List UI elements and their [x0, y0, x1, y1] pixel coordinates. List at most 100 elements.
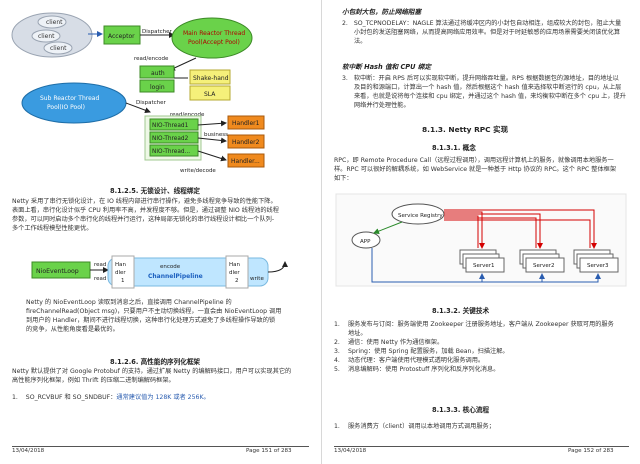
handler-box-1-l2: dler [115, 270, 126, 276]
list-item-number: 1. [12, 394, 18, 401]
login-box [139, 79, 175, 93]
footer-rule [334, 446, 629, 447]
paragraph: Netty 采用了串行无锁化设计，在 IO 线程内部进行串行操作，避免多线程竞争… [12, 197, 312, 233]
left-page: client client client Acceptor Dispatcher… [0, 0, 319, 464]
sub-reactor-ellipse [21, 82, 127, 124]
list-item-text: 及目的和源端口，计算出一个 hash 值，然后根据这个 hash 值来选择软中断… [354, 84, 622, 91]
main-reactor-ellipse [171, 17, 253, 59]
encode-label: encode [160, 264, 181, 270]
list-item: 3. Spring：使用 Spring 配置服务，加载 Bean，扫描注解。 [334, 347, 634, 356]
server-2-box [525, 257, 565, 273]
ordered-list: 1. 服务发布与订阅：服务端使用 Zookeeper 注册服务地址，客户端从 Zo… [334, 320, 634, 374]
app-node [351, 231, 381, 249]
nio-thread-1-label: NIO-Thread1 [152, 123, 189, 129]
app-label: APP [360, 239, 371, 245]
sub-reactor-line2: Pool(IO Pool) [47, 104, 85, 111]
read-encode-label-2: read/encode [170, 112, 205, 118]
nio-thread-2-label: NIO-Thread2 [152, 136, 189, 142]
list-item: 地址。 [334, 329, 634, 338]
server-1-label: Server1 [473, 263, 495, 269]
list-item-text: 网络并行处理性能。 [354, 102, 410, 109]
list-item-number: 3. [334, 348, 340, 355]
paragraph-line: 的竞争，从性能角度看是最优的。 [26, 326, 119, 333]
paragraph-line: 高性能序列化框架，例如 Thrift 的压缩二进制编解码框架。 [12, 377, 175, 384]
shake-hand-box [189, 69, 231, 85]
section-heading-8-1-3: 8.1.3. Netty RPC 实现 [422, 125, 508, 134]
handler-box-2-l3: 2 [235, 278, 239, 284]
read-encode-label-1: read/encode [134, 56, 169, 62]
dispatcher-label-2: Dispatcher [136, 100, 167, 106]
paragraph: Netty 的 NioEventLoop 读取到消息之后，直接调用 Channe… [26, 298, 316, 334]
handler-box-1-l3: 1 [121, 278, 125, 284]
footer-rule [12, 446, 309, 447]
acceptor-label: Acceptor [108, 33, 135, 40]
server-3-label: Server3 [587, 263, 609, 269]
list-item-text: Spring：使用 Spring 配置服务，加载 Bean，扫描注解。 [348, 348, 509, 355]
server-1-box [465, 257, 505, 273]
handler-2-label: Handler2 [232, 139, 260, 146]
footer-page-number: Page 151 of 283 [246, 448, 292, 454]
sla-label: SLA [204, 91, 216, 98]
right-page: 小包封大包，防止网络阻塞 2. SO_TCPNODELAY：NAGLE 算法通过… [321, 0, 640, 464]
paragraph-line: Netty 默认提供了对 Google Protobuf 的支持，通过扩展 Ne… [12, 368, 292, 375]
write-decode-label: write/decode [180, 168, 216, 174]
main-reactor-line1: Main Reactor Thread [183, 30, 245, 37]
list-item-text: 法。 [354, 38, 367, 45]
handler-box-2-l2: dler [229, 270, 240, 276]
section-heading-8-1-2-5: 8.1.2.5. 无锁设计、线程绑定 [110, 187, 201, 195]
list-item: 4. 动态代理：客户端使用代理模式透明化服务调用。 [334, 356, 634, 365]
list-item: 5.消息编解码：使用 Protostuff 序列化和反序列化消息。 [334, 365, 634, 374]
list-item-text: 地址。 [348, 330, 367, 337]
reactor-diagram: client client client Acceptor Dispatcher… [11, 12, 265, 174]
handler-1-label: Handler1 [232, 120, 260, 127]
list-item-text: 服务消费方（client）调用以本地调用方式调用服务； [348, 423, 495, 430]
write-label: write [250, 276, 264, 282]
paragraph: RPC，即 Remote Procedure Call（远程过程调用），调用远程… [334, 156, 634, 183]
nio-thread-3 [149, 144, 199, 157]
paragraph-line: fireChannelRead(Object msg)，只要用户不主动切换线程，… [26, 308, 282, 315]
handler-1-box [227, 115, 265, 130]
list-item-text: SO_TCPNODELAY：NAGLE 算法通过将缓冲区内的小封包自动相连，组成… [353, 20, 622, 27]
paragraph-line: Netty 采用了串行无锁化设计，在 IO 线程内部进行串行操作，避免多线程竞争… [12, 198, 277, 205]
sub-reactor-line1: Sub Reactor Thread [40, 95, 99, 102]
paragraph-line: 多个工作线程模型性能更优。 [12, 225, 93, 232]
list-item-text: 软中断：开启 RPS 后可以实现软中断，提升网络吞吐量。RPS 根据数据包的源地… [353, 75, 619, 82]
list-item: 3. 软中断：开启 RPS 后可以实现软中断，提升网络吞吐量。RPS 根据数据包… [342, 74, 632, 110]
list-item-text: 动态代理：客户端使用代理模式透明化服务调用。 [348, 357, 485, 364]
list-item-text: 消息编解码：使用 Protostuff 序列化和反序列化消息。 [348, 366, 500, 373]
handler-2-box [227, 134, 265, 149]
list-item-number: 2. [334, 339, 340, 346]
list-item-text: 来看，也就是说将每个连接和 cpu 绑定，并通过这个 hash 值，来均衡软中断… [354, 93, 626, 100]
section-heading-8-1-2-6: 8.1.2.6. 高性能的序列化框架 [110, 358, 201, 366]
business-label: business [204, 132, 228, 138]
list-item-number: 4. [334, 357, 340, 364]
section-heading-8-1-3-1: 8.1.3.1. 概念 [432, 144, 476, 152]
nio-thread-2 [149, 131, 199, 144]
client-label-1: client [46, 19, 63, 26]
list-item-number: 1. [334, 321, 340, 328]
shake-hand-label: Shake-hand [193, 75, 229, 82]
list-item: 1. 服务消费方（client）调用以本地调用方式调用服务； [334, 422, 634, 431]
list-item-text: 小封包的发送阻塞网络，从而提高网络应用效率。但是对于时延敏感的应用场景需要关闭该… [354, 29, 621, 36]
list-item-text: 服务发布与订阅：服务端使用 Zookeeper 注册服务地址，客户端从 Zook… [348, 321, 614, 328]
list-item: 1. SO_RCVBUF 和 SO_SNDBUF：通常建议值为 128K 或者 … [12, 393, 312, 402]
footer-page-number: Page 152 of 283 [568, 448, 614, 454]
paragraph-line: 如下： [334, 175, 353, 182]
list-item-number: 1. [334, 423, 340, 430]
nio-event-loop-label: NioEventLoop [36, 268, 79, 275]
list-item-highlight: 通常建议值为 128K 或者 256K。 [116, 394, 210, 401]
list-item-text: 通信：使用 Netty 作为通信框架。 [348, 339, 444, 346]
paragraph-line: 表面上看，串行化设计似乎 CPU 利用率不高，并发程度不够。但是，通过调整 NI… [12, 207, 279, 214]
list-item-number: 2. [342, 20, 348, 27]
read-label-2: read [94, 276, 106, 282]
nio-thread-3-label: NIO-Thread... [152, 149, 190, 155]
handler-box-2 [225, 255, 249, 289]
client-label-3: client [50, 45, 67, 52]
auth-box [139, 65, 175, 79]
subheading: 小包封大包，防止网络阻塞 [342, 8, 422, 16]
server-3-box [579, 257, 619, 273]
paragraph-line: 到用户的 Handler，期间不进行线程切换，这种串行化处理方式避免了多线程操作… [26, 317, 276, 324]
section-heading-8-1-3-2: 8.1.3.2. 关键技术 [432, 307, 490, 315]
nio-event-loop-diagram: NioEventLoop read read Han dler 1 encode… [31, 255, 288, 289]
footer-date: 13/04/2018 [334, 448, 367, 454]
